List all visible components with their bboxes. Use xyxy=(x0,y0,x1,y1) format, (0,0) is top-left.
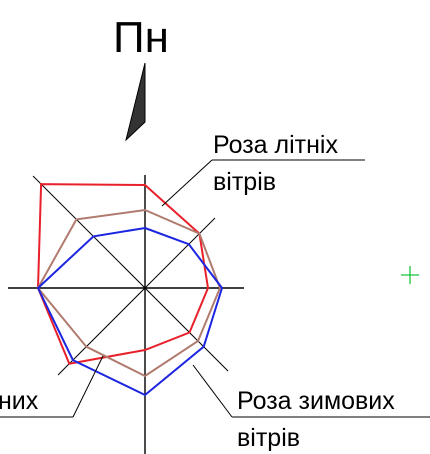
crosshair-marker-icon xyxy=(401,266,419,284)
winter-wind-rose xyxy=(36,226,224,397)
diagonal-nw-se xyxy=(32,175,229,372)
summer-label-line2: вітрів xyxy=(213,168,276,196)
winter-label-line2: вітрів xyxy=(237,424,300,452)
annual-wind-rose xyxy=(36,208,222,378)
summer-leader-line xyxy=(161,159,213,207)
north-arrow xyxy=(125,62,146,142)
summer-label-line1: Роза літніх xyxy=(213,131,338,159)
north-label: Пн xyxy=(113,13,169,62)
winter-label-line1: Роза зимових xyxy=(237,387,395,415)
annual-label-partial: них xyxy=(0,387,39,415)
summer-wind-rose xyxy=(36,183,210,365)
winter-leader-line xyxy=(192,364,233,418)
annual-leader-line xyxy=(72,355,104,418)
